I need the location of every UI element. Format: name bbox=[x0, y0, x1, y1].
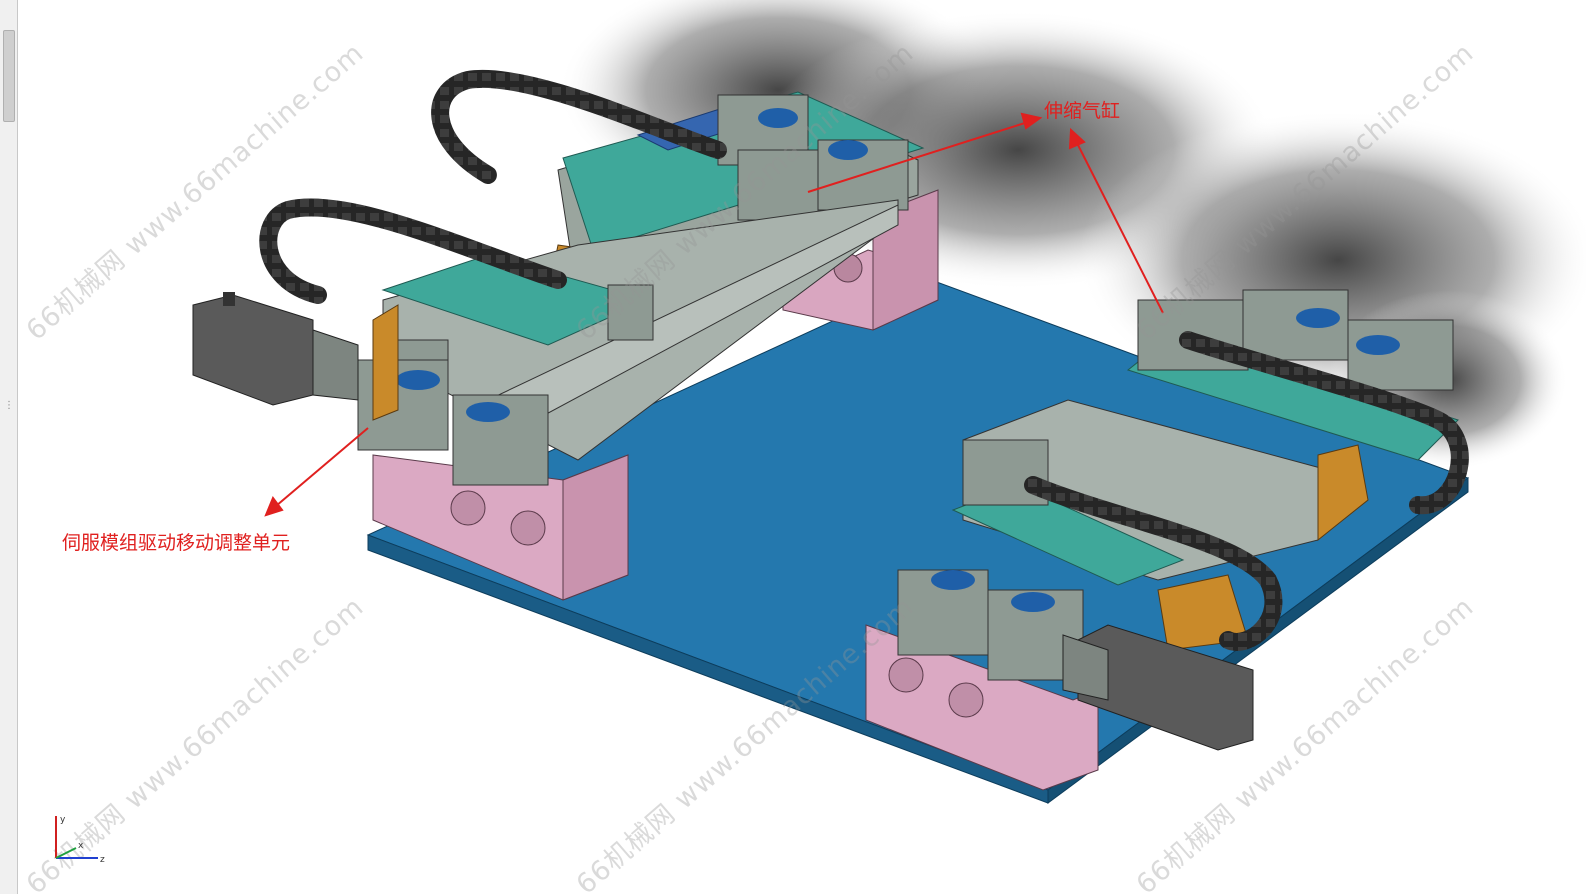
cable-chains bbox=[259, 69, 1469, 651]
module-right-rear bbox=[1126, 289, 1459, 461]
triad-x-label: x bbox=[78, 841, 84, 851]
coordinate-triad-icon: y z x bbox=[55, 815, 105, 865]
left-panel-strip: ⋮ bbox=[0, 0, 18, 894]
callout-cylinder-label: 伸缩气缸 bbox=[1044, 100, 1121, 122]
cad-viewport[interactable]: 伸缩气缸 伺服模组驱动移动调整单元 66机械网 www.66machine.co… bbox=[18, 0, 1586, 894]
splitter-grip-icon[interactable]: ⋮ bbox=[4, 400, 14, 411]
callout-servo-unit-label: 伺服模组驱动移动调整单元 bbox=[62, 532, 291, 554]
module-right-front bbox=[897, 399, 1369, 681]
callout-arrows bbox=[264, 112, 1164, 517]
scroll-thumb[interactable] bbox=[3, 30, 15, 122]
servo-motor-front bbox=[1062, 624, 1254, 751]
support-block-left bbox=[372, 454, 629, 601]
triad-y-label: y bbox=[60, 815, 66, 825]
cad-model bbox=[192, 0, 1586, 804]
servo-motor-left bbox=[192, 292, 359, 406]
support-block-front bbox=[865, 624, 1099, 791]
triad-z-label: z bbox=[100, 855, 105, 865]
